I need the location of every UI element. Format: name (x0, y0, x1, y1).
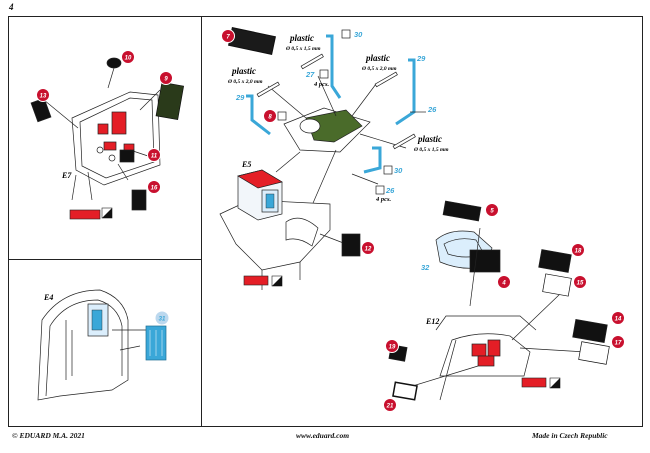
label-e4: E4 (43, 293, 53, 302)
callout-29b: 29 (235, 93, 245, 102)
footer-website[interactable]: www.eduard.com (296, 431, 350, 440)
svg-text:32: 32 (421, 263, 430, 272)
svg-text:30: 30 (394, 166, 403, 175)
callout-16: 16 (147, 180, 161, 194)
e7-assembly (30, 57, 185, 211)
callout-number: 14 (615, 317, 622, 323)
check-icon (383, 165, 393, 175)
callout-12: 12 (361, 241, 375, 255)
callout-number: 13 (40, 94, 47, 100)
footer-copyright: © EDUARD M.A. 2021 (12, 431, 85, 440)
plastic-label-3: plastic (231, 66, 256, 76)
callout-18: 18 (571, 243, 585, 257)
callout-number: 15 (577, 281, 584, 287)
callout-number: 18 (575, 249, 582, 255)
svg-text:30: 30 (354, 30, 363, 39)
check-icon (277, 111, 287, 121)
svg-text:27: 27 (305, 70, 315, 79)
callout-number: 17 (615, 341, 622, 347)
e12-assembly (388, 200, 610, 401)
check-icon (341, 29, 351, 39)
svg-text:26: 26 (385, 186, 395, 195)
callout-number: 12 (365, 247, 372, 253)
e4-assembly (37, 289, 167, 401)
callout-number: 31 (159, 317, 166, 323)
callout-number: 11 (151, 154, 158, 160)
svg-text:29: 29 (235, 93, 245, 102)
callout-27: 27 (305, 70, 315, 79)
callout-number: 19 (389, 345, 396, 351)
label-e5: E5 (241, 160, 251, 169)
panel-right (201, 16, 643, 427)
swatch-red (521, 377, 547, 388)
label-e12: E12 (425, 317, 439, 326)
page-number: 4 (9, 2, 14, 12)
plastic-dia-4: Ø 0,5 x 1,5 mm (413, 147, 449, 153)
callout-11: 11 (147, 148, 161, 162)
callout-number: 5 (490, 209, 494, 215)
e5-assembly (219, 169, 361, 290)
callout-14: 14 (611, 311, 625, 325)
plastic-label-1: plastic (289, 33, 314, 43)
plastic-dia-1: Ø 0,5 x 1,5 mm (285, 46, 321, 52)
check-icon (319, 69, 329, 79)
callout-number: 8 (268, 115, 272, 121)
callout-number: 7 (226, 35, 230, 41)
callout-29a: 29 (416, 54, 426, 63)
callout-number: 9 (164, 77, 168, 83)
callout-number: 10 (125, 56, 132, 62)
plastic-label-4: plastic (417, 134, 442, 144)
svg-text:26: 26 (427, 105, 437, 114)
callout-4: 4 (497, 275, 511, 289)
callout-30a: 30 (354, 30, 363, 39)
callout-number: 4 (501, 281, 506, 287)
plastic-dia-3: Ø 0,5 x 2,0 mm (227, 79, 263, 85)
callout-9: 9 (159, 71, 173, 85)
check-icon (375, 185, 385, 195)
callout-19: 19 (385, 339, 399, 353)
callout-15: 15 (573, 275, 587, 289)
pcs-label-1: 4 pcs. (313, 81, 330, 88)
plastic-dia-2: Ø 0,5 x 2,0 mm (361, 66, 397, 72)
callout-5: 5 (485, 203, 499, 217)
swatch-red (243, 275, 269, 286)
callout-10: 10 (121, 50, 135, 64)
callout-number: 21 (386, 404, 394, 410)
callout-26b: 26 (385, 186, 395, 195)
callout-26a: 26 (427, 105, 437, 114)
label-e7: E7 (61, 171, 72, 180)
callout-30b: 30 (394, 166, 403, 175)
callout-13: 13 (36, 88, 50, 102)
svg-text:29: 29 (416, 54, 426, 63)
callout-number: 16 (151, 186, 158, 192)
footer-origin: Made in Czech Republic (532, 431, 608, 440)
callout-32: 32 (421, 263, 430, 272)
plastic-label-2: plastic (365, 53, 390, 63)
pcs-label-2: 4 pcs. (375, 196, 392, 203)
callout-31: 31 (155, 311, 169, 325)
swatch-red (69, 209, 101, 220)
callout-21: 21 (383, 398, 397, 412)
decal-sheet-7 (228, 27, 276, 55)
callout-8: 8 (263, 109, 277, 123)
callout-7: 7 (221, 29, 235, 43)
callout-17: 17 (611, 335, 625, 349)
